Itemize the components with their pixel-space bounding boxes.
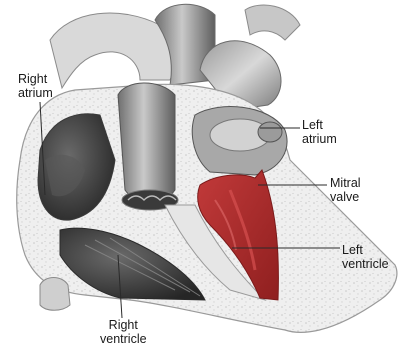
label-right-ventricle: Right ventricle: [100, 318, 147, 345]
label-left-ventricle: Left ventricle: [342, 243, 389, 271]
label-left-atrium: Left atrium: [302, 118, 337, 146]
label-mitral-valve: Mitral valve: [330, 176, 361, 204]
inferior-vena-cava: [40, 278, 70, 311]
label-right-atrium: Right atrium: [18, 72, 53, 100]
aorta: [118, 83, 178, 210]
